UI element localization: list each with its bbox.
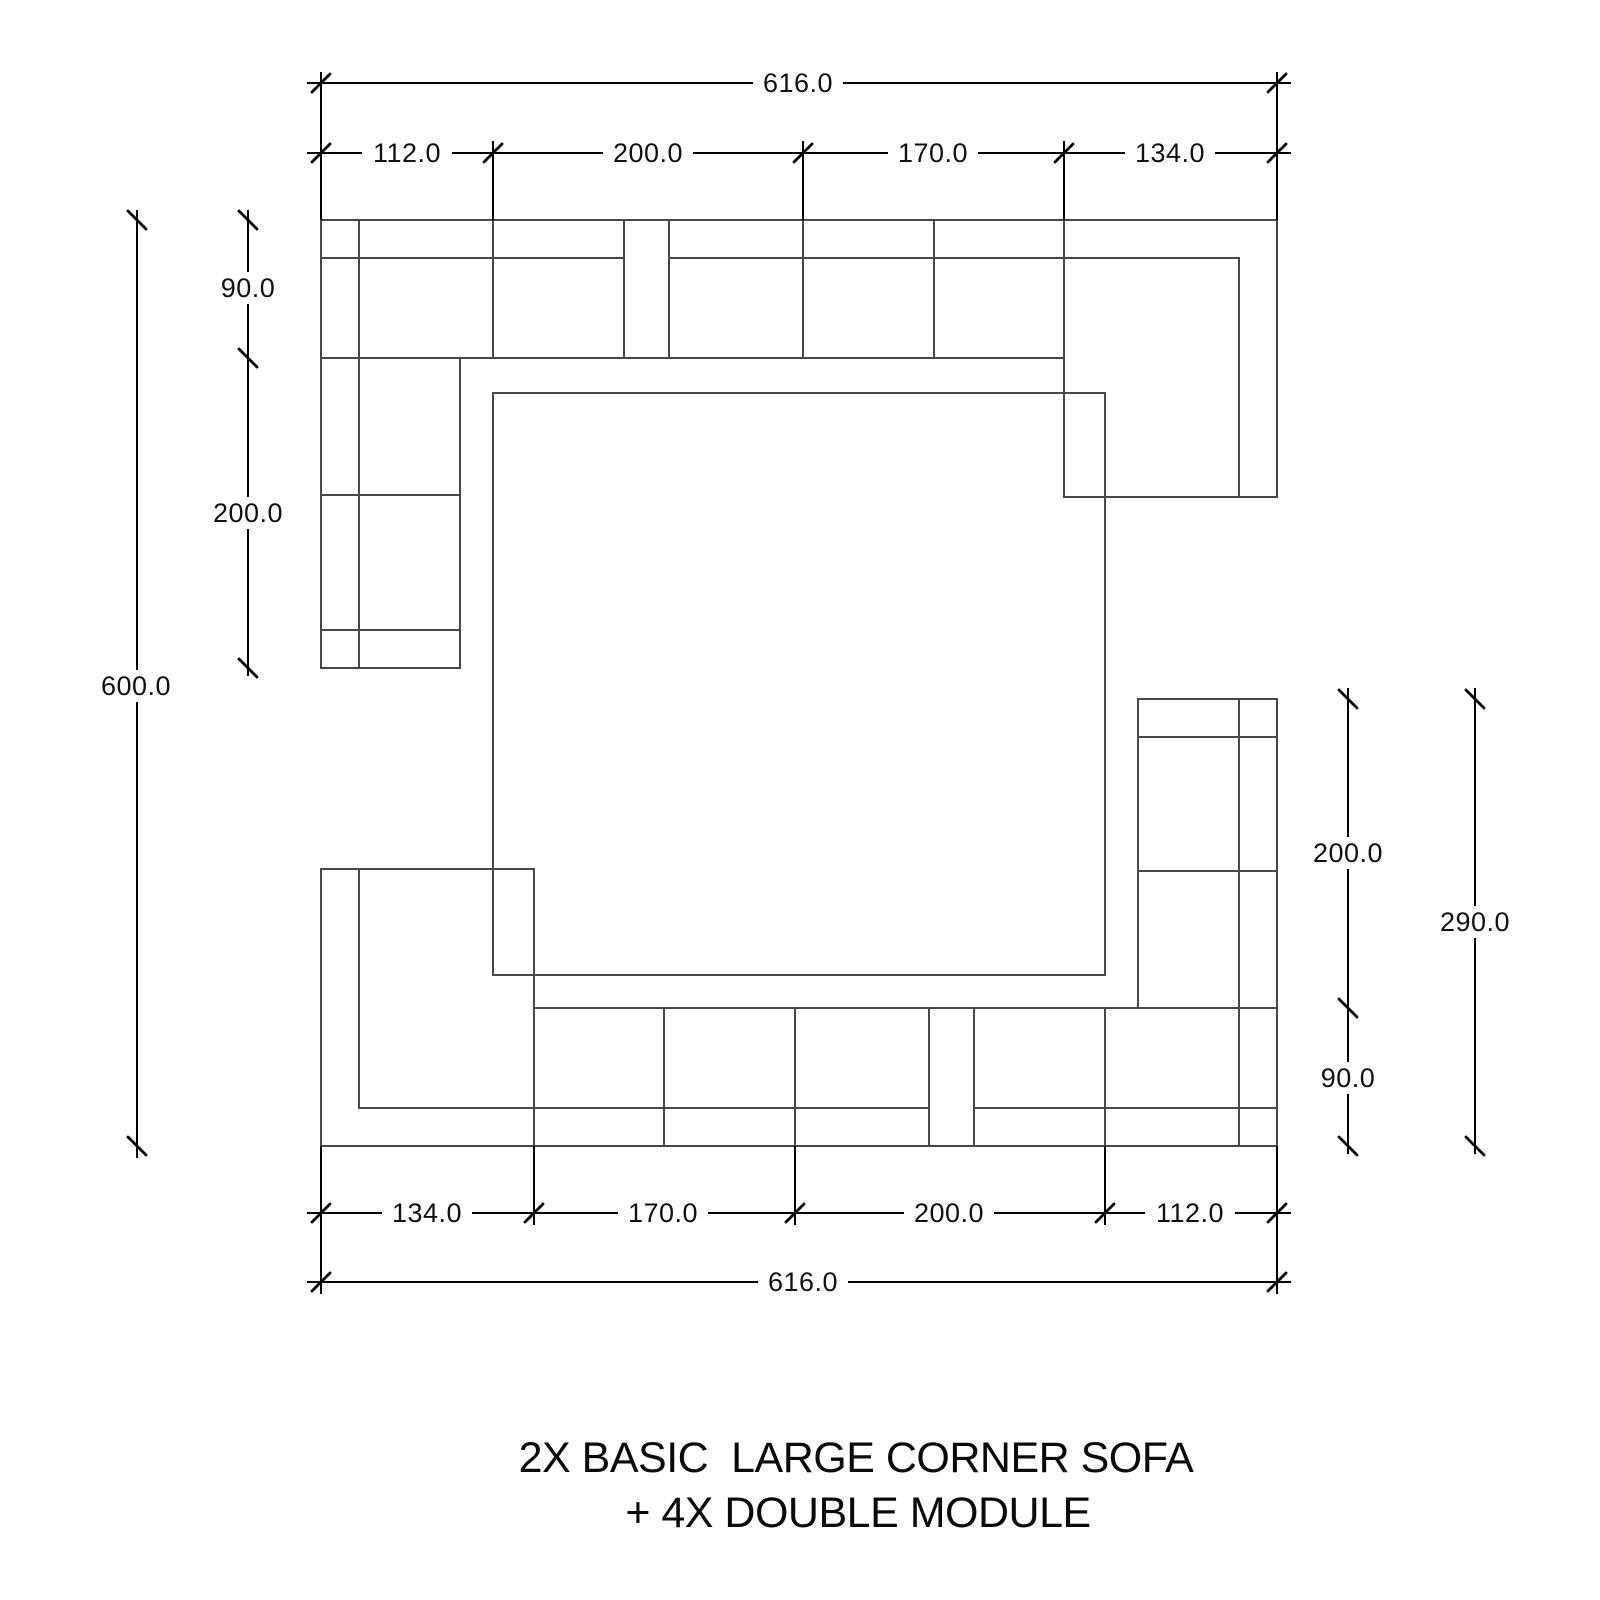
dim-top-segment-4-label: 134.0 [1135, 138, 1205, 168]
inner-area-outline [491, 391, 1107, 977]
dim-right-segment-2-label: 90.0 [1321, 1063, 1376, 1093]
sofa-modules-outline [319, 218, 1279, 1148]
dim-top-segment-3-label: 170.0 [898, 138, 968, 168]
dim-right-overall-label: 290.0 [1440, 907, 1510, 937]
drawing-title: 2X BASIC LARGE CORNER SOFA + 4X DOUBLE M… [519, 1434, 1195, 1537]
dimension-lines [136, 82, 1476, 1283]
dimension-ticks [126, 72, 1486, 1293]
dim-bottom-segment-4-label: 112.0 [1156, 1198, 1224, 1228]
dim-left-segment-2-label: 200.0 [213, 498, 283, 528]
drawing-title-line-2: + 4X DOUBLE MODULE [625, 1489, 1090, 1537]
dim-bottom-segment-3-label: 200.0 [914, 1198, 984, 1228]
dim-right-segment-1-label: 200.0 [1313, 838, 1383, 868]
dim-bottom-overall-label: 616.0 [768, 1267, 838, 1297]
drawing-title-line-1: 2X BASIC LARGE CORNER SOFA [519, 1434, 1195, 1482]
dim-top-overall-label: 616.0 [763, 68, 833, 98]
dim-bottom-segment-2-label: 170.0 [628, 1198, 698, 1228]
label-backgrounds [91, 67, 1520, 1298]
dim-left-segment-1-label: 90.0 [221, 273, 276, 303]
dim-top-segment-2-label: 200.0 [613, 138, 683, 168]
dim-bottom-segment-1-label: 134.0 [392, 1198, 462, 1228]
dim-top-segment-1-label: 112.0 [373, 138, 441, 168]
extension-lines [320, 72, 1278, 1294]
dimension-labels: 616.0 112.0 200.0 170.0 134.0 134.0 170.… [91, 67, 1520, 1298]
dim-left-overall-label: 600.0 [101, 671, 171, 701]
